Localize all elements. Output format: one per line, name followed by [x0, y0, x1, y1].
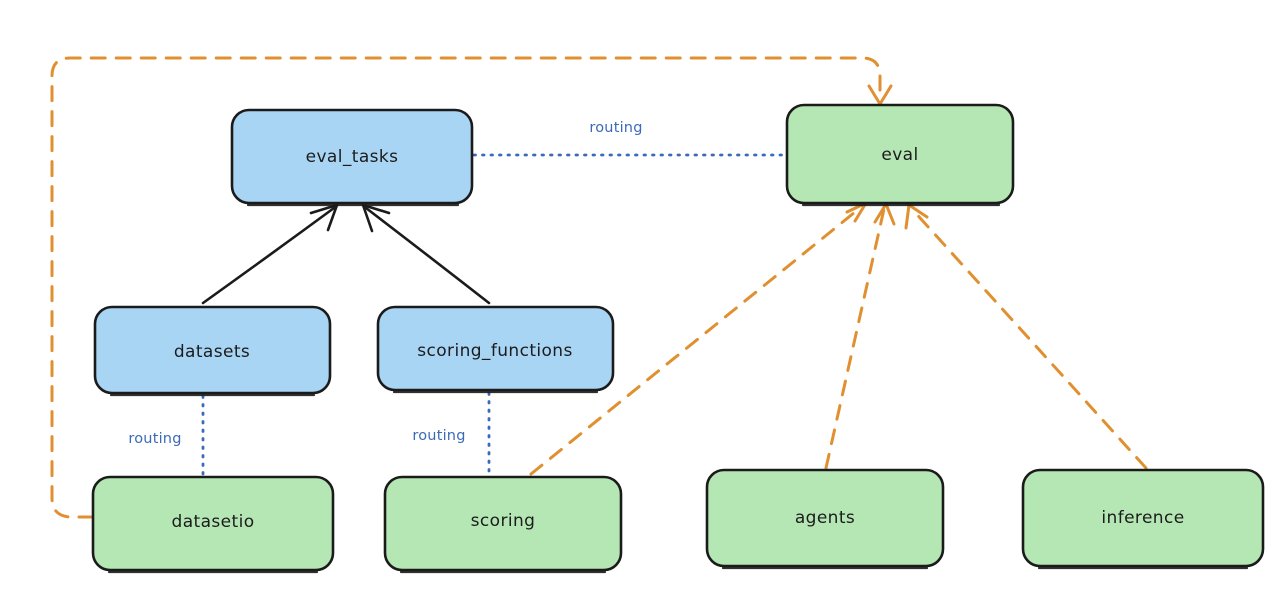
node-label-scoring: scoring	[471, 511, 536, 531]
edge-inference-eval[interactable]	[904, 203, 1148, 470]
node-layer: eval_tasks eval datasets scoring_functio…	[91, 103, 1265, 574]
node-agents[interactable]: agents	[705, 468, 945, 570]
node-label-inference: inference	[1101, 508, 1184, 528]
node-label-datasetio: datasetio	[172, 512, 255, 532]
edge-label-routing-eval-tasks-eval: routing	[589, 120, 642, 136]
edge-datasets-eval-tasks[interactable]	[201, 203, 339, 305]
node-scoring[interactable]: scoring	[383, 475, 623, 574]
node-label-datasets: datasets	[174, 342, 250, 362]
node-eval-tasks[interactable]: eval_tasks	[230, 108, 474, 207]
node-inference[interactable]: inference	[1021, 468, 1265, 570]
node-eval[interactable]: eval	[785, 103, 1015, 207]
node-datasetio[interactable]: datasetio	[91, 475, 335, 574]
node-label-agents: agents	[795, 508, 855, 528]
node-datasets[interactable]: datasets	[93, 305, 332, 397]
edge-label-routing-scoring-functions-scoring: routing	[412, 428, 465, 444]
node-label-scoring-functions: scoring_functions	[417, 341, 572, 361]
node-label-eval: eval	[881, 145, 918, 165]
node-scoring-functions[interactable]: scoring_functions	[376, 305, 615, 394]
edge-layer	[50, 56, 1148, 519]
edge-agents-eval[interactable]	[824, 202, 896, 470]
edge-label-routing-datasets-datasetio: routing	[128, 431, 181, 447]
node-label-eval-tasks: eval_tasks	[306, 147, 399, 167]
edge-scoring-functions-eval-tasks[interactable]	[361, 203, 491, 305]
edge-label-layer: routing routing routing	[128, 120, 642, 447]
